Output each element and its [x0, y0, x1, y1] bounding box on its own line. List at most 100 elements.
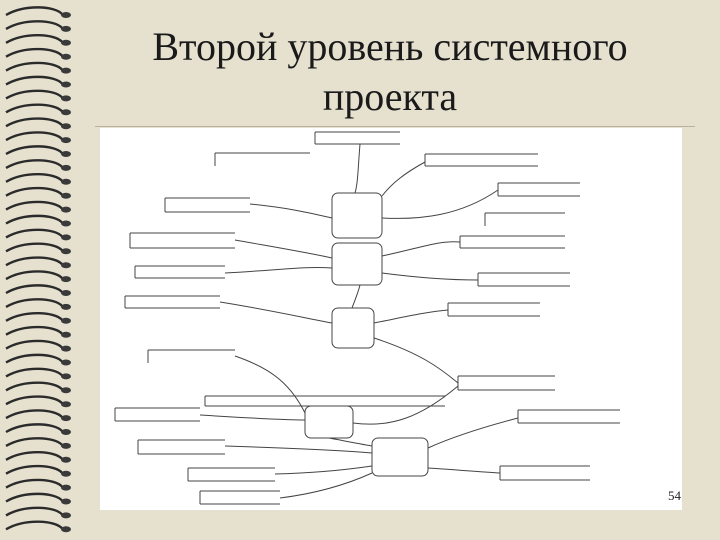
binding-coil — [5, 270, 63, 281]
binding-coil — [5, 353, 63, 364]
binding-hole — [61, 81, 71, 88]
store-left-4 — [124, 295, 220, 309]
store-lower-right-1 — [517, 409, 620, 424]
binding-coil — [5, 381, 63, 392]
binding-coil — [5, 367, 63, 378]
binding-hole — [61, 429, 71, 435]
store-left-2 — [129, 232, 235, 249]
binding-coil — [5, 423, 63, 434]
flow — [381, 272, 479, 281]
flow — [224, 445, 373, 454]
binding-coil — [5, 47, 63, 58]
binding-coil — [5, 214, 63, 225]
slide-title: Второй уровень системного проекта — [95, 22, 685, 122]
flow — [427, 467, 501, 474]
store-right-2 — [484, 212, 565, 226]
flow — [381, 161, 426, 197]
binding-hole — [61, 67, 71, 74]
binding-hole — [61, 53, 71, 60]
flow — [199, 414, 306, 421]
flow — [249, 203, 333, 219]
binding-coil — [5, 6, 63, 17]
title-divider — [95, 126, 695, 127]
binding-coil — [5, 492, 63, 503]
binding-hole — [61, 498, 71, 505]
binding-hole — [61, 456, 71, 463]
binding-coil — [5, 311, 63, 322]
binding-hole — [61, 234, 71, 241]
binding-hole — [61, 276, 71, 283]
process-4 — [304, 405, 354, 439]
binding-hole — [61, 442, 71, 449]
binding-hole — [61, 512, 71, 519]
binding-hole — [61, 248, 71, 255]
process-1 — [331, 192, 383, 239]
process-5 — [371, 437, 429, 477]
store-right-1 — [497, 182, 580, 197]
binding-coil — [5, 450, 63, 461]
binding-hole — [61, 317, 71, 324]
binding-coil — [5, 409, 63, 420]
binding-hole — [61, 109, 71, 116]
binding-hole — [61, 484, 71, 491]
binding-coil — [5, 186, 63, 197]
store-banner — [204, 395, 445, 407]
binding-hole — [61, 470, 71, 477]
binding-coil — [5, 506, 63, 517]
flow — [354, 143, 361, 194]
binding-coil — [5, 172, 63, 183]
store-mid-right — [457, 375, 555, 391]
store-lower-left-1 — [114, 407, 200, 422]
binding-coil — [5, 89, 63, 100]
binding-coil — [5, 339, 63, 350]
binding-coil — [5, 242, 63, 253]
binding-hole — [61, 95, 71, 102]
binding-hole — [61, 12, 71, 18]
store-mid-left — [147, 349, 235, 363]
binding-hole — [61, 415, 71, 422]
binding-hole — [61, 290, 71, 296]
flow — [219, 301, 333, 324]
process-3 — [331, 307, 375, 349]
flow — [373, 337, 459, 384]
process-2 — [331, 242, 383, 286]
binding-coil — [5, 325, 63, 336]
binding-coil — [5, 478, 63, 489]
binding-hole — [61, 526, 71, 533]
binding-hole — [61, 123, 71, 130]
binding-hole — [61, 220, 71, 227]
binding-coil — [5, 145, 63, 156]
binding-coil — [5, 117, 63, 128]
store-left-1 — [164, 197, 250, 213]
store-lower-left-3 — [187, 467, 275, 482]
binding-hole — [61, 262, 71, 269]
binding-coil — [5, 61, 63, 72]
binding-coil — [5, 200, 63, 211]
binding-coil — [5, 103, 63, 114]
store-upper-left — [214, 152, 310, 166]
flow — [381, 189, 499, 219]
store-lower-left-2 — [137, 439, 225, 455]
binding-coil — [5, 298, 63, 308]
binding-coil — [5, 131, 63, 142]
binding-coil — [5, 395, 63, 406]
binding-hole — [61, 206, 71, 213]
binding-hole — [61, 331, 71, 338]
diagram-flows — [114, 131, 620, 505]
dfd-canvas — [114, 131, 620, 505]
store-left-3 — [134, 265, 225, 279]
binding-coil — [5, 228, 63, 239]
binding-coil — [5, 437, 63, 447]
binding-hole — [61, 303, 71, 310]
store-bottom — [199, 490, 280, 505]
binding-hole — [61, 151, 71, 157]
flow — [351, 284, 361, 309]
store-lower-right-2 — [499, 465, 590, 481]
binding-hole — [61, 164, 71, 171]
binding-coil — [5, 33, 63, 44]
store-right-5 — [447, 302, 540, 317]
binding-hole — [61, 345, 71, 352]
binding-hole — [61, 39, 71, 46]
flow — [234, 355, 306, 414]
binding-hole — [61, 387, 71, 394]
